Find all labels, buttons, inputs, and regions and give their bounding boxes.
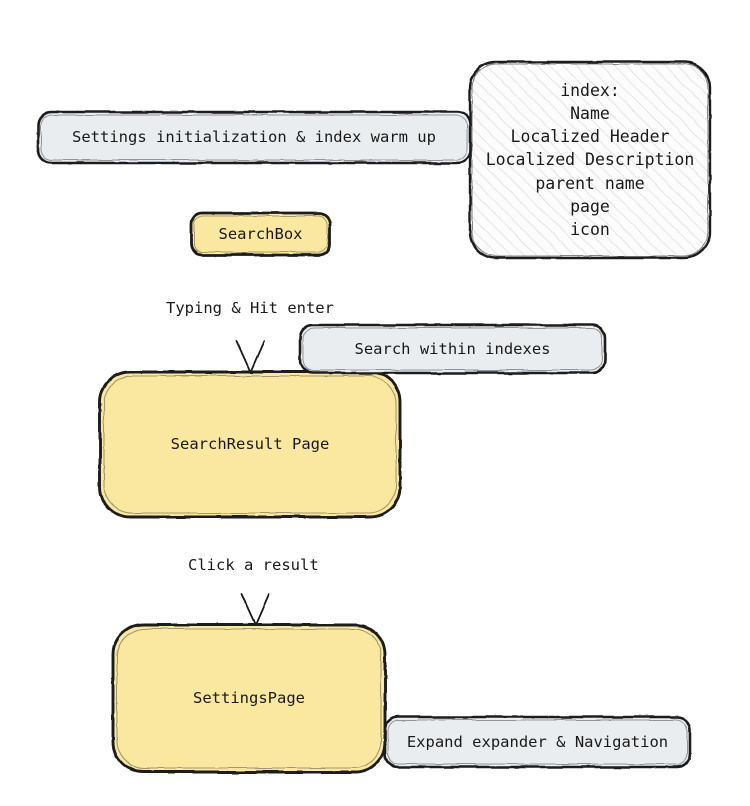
node-settings-page-shape[interactable] [111,623,387,774]
node-index-shape [468,60,712,260]
edge-label-click-a-result: Click a result [185,556,322,574]
edge-label-typing-hit-enter: Typing & Hit enter [163,299,337,317]
node-expand-expander-shape[interactable] [383,715,692,769]
node-searchbox-shape[interactable] [189,211,332,257]
node-search-within-indexes-shape[interactable] [298,323,607,375]
node-searchresult-page-shape[interactable] [98,370,402,519]
node-settings-init-shape[interactable] [36,110,472,165]
